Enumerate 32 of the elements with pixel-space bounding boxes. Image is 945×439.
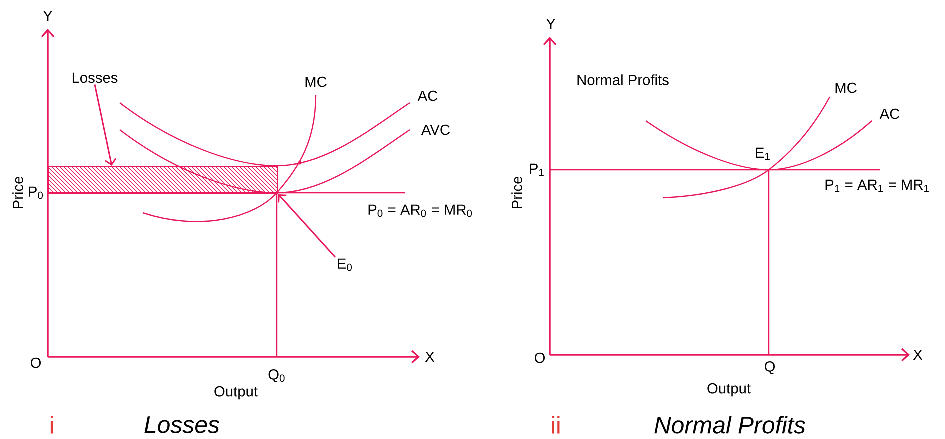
axis-label: X xyxy=(913,350,923,360)
origin-label: O xyxy=(30,358,41,368)
curve-label: MC xyxy=(306,76,327,88)
axis-label: Y xyxy=(546,18,556,30)
panel-number: ii xyxy=(552,416,560,434)
curve-label: AC xyxy=(880,108,900,120)
leader-arrow xyxy=(278,194,336,258)
curve-label: MC xyxy=(836,82,857,94)
axis-title: Output xyxy=(214,386,258,400)
point-label: E$_{1}$ xyxy=(756,148,770,160)
panel-caption: Normal Profits xyxy=(654,416,806,434)
price-label: P$_{1}$ xyxy=(530,164,544,176)
equation-label: P$_{0}$ = AR$_{0}$ = MR$_{0}$ xyxy=(368,204,472,218)
quantity-label: Q$_{0}$ xyxy=(268,370,285,382)
axis-label: Y xyxy=(43,10,53,22)
panel-number: i xyxy=(50,416,54,434)
panel-caption: Losses xyxy=(144,416,220,434)
axis-label: X xyxy=(425,352,435,362)
loss-area xyxy=(48,166,278,194)
leader-arrow xyxy=(94,84,117,166)
callout-label: Losses xyxy=(72,72,118,84)
curve-label: AC xyxy=(418,90,438,102)
axis-title: Price xyxy=(12,176,24,208)
axis-title: Price xyxy=(512,176,522,208)
origin-label: O xyxy=(535,352,545,364)
quantity-label: Q xyxy=(765,362,776,374)
chart-title: Normal Profits xyxy=(578,74,669,86)
equation-label: P$_{1}$ = AR$_{1}$ = MR$_{1}$ xyxy=(826,180,929,192)
axis-title: Output xyxy=(708,383,751,397)
callout-label: E$_{0}$ xyxy=(338,258,352,272)
curve-label: AVC xyxy=(422,124,450,136)
price-label: P$_{0}$ xyxy=(29,186,44,200)
